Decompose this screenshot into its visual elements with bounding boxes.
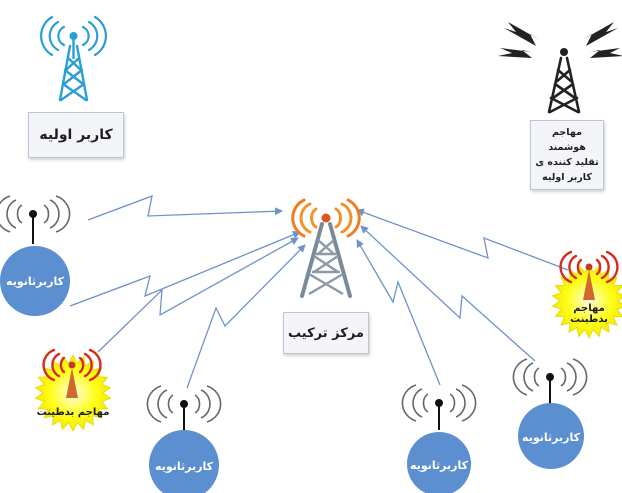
primary-user-box: کاربر اولیه: [28, 112, 124, 158]
secondary-user-label: کاربرثانویه: [6, 274, 64, 288]
link-secondary-right-bottom: [360, 225, 536, 362]
secondary-user-antenna-icon: [0, 195, 71, 244]
link-malicious-right: [356, 208, 569, 271]
smart-attacker-tower-icon: [498, 22, 622, 114]
secondary-user-label: کاربرثانویه: [522, 430, 580, 444]
link-secondary-bottom-right: [356, 239, 441, 386]
malicious-attacker-tower-icon: [42, 348, 102, 398]
secondary-user-label: کاربرثانویه: [410, 458, 468, 472]
link-secondary-left: [69, 230, 301, 307]
secondary-user-antenna-icon: [512, 358, 588, 404]
link-secondary-left-top: [87, 194, 283, 221]
primary-user-label: کاربر اولیه: [39, 127, 113, 143]
secondary-user-label: کاربرثانویه: [155, 459, 213, 473]
secondary-user-antenna-icon: [146, 385, 222, 430]
secondary-user-node: [0, 246, 70, 316]
fusion-center-label: مرکز ترکیب: [288, 325, 364, 341]
secondary-user-antenna-icon: [401, 384, 477, 430]
fusion-center-box: مرکز ترکیب: [283, 312, 369, 354]
secondary-user-node: [149, 430, 219, 493]
secondary-user-node: [407, 432, 471, 493]
malicious-attacker-label: مهاجم بدطینت: [36, 406, 110, 418]
malicious-attacker-tower-icon: [559, 250, 619, 300]
primary-user-tower-icon: [39, 15, 108, 102]
smart-attacker-label: مهاجم هوشمند تقلید کننده ی کاربر اولیه: [535, 127, 599, 183]
link-malicious-left: [97, 237, 299, 353]
malicious-attacker-label: مهاجم بدطینت: [570, 303, 608, 325]
report-links: [69, 194, 569, 389]
fusion-center-tower-icon: [291, 198, 361, 298]
secondary-user-node: [518, 403, 584, 469]
link-secondary-bottom-left: [186, 244, 306, 389]
smart-attacker-box: مهاجم هوشمند تقلید کننده ی کاربر اولیه: [530, 120, 604, 190]
